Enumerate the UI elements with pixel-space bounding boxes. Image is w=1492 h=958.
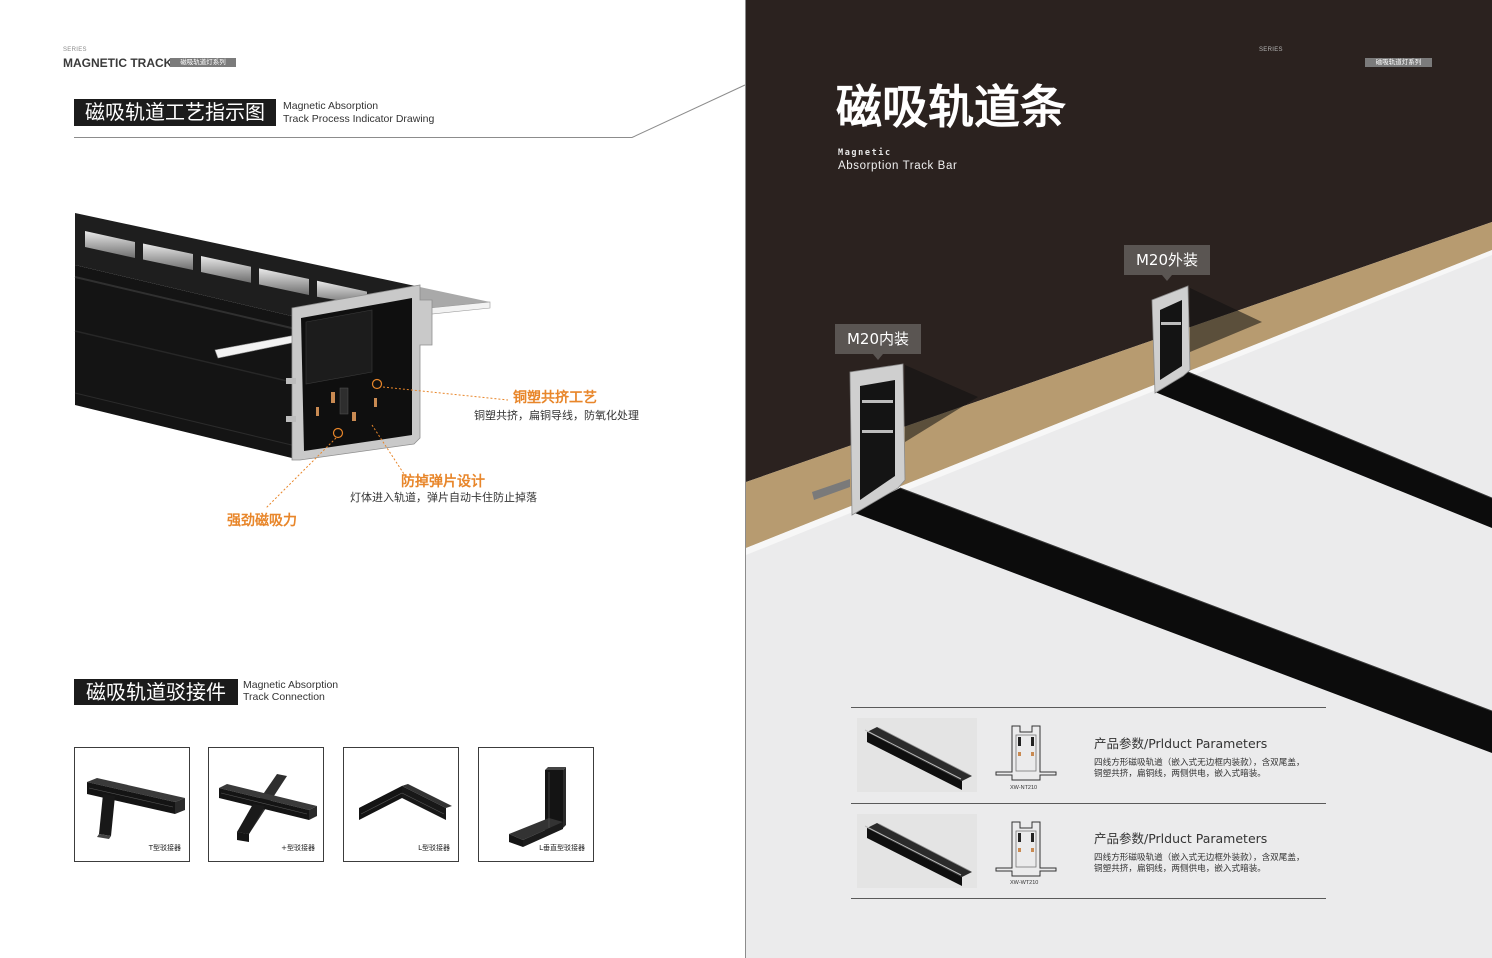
callout-clip-title: 防掉弹片设计 bbox=[401, 474, 485, 490]
connector-label: L垂直型驳接器 bbox=[539, 844, 585, 852]
track-bar-icon bbox=[864, 823, 972, 886]
callout-copper-desc: 铜塑共挤，扁铜导线，防氧化处理 bbox=[474, 409, 639, 422]
process-section-title: 磁吸轨道工艺指示图 bbox=[74, 99, 276, 126]
product-desc-line2: 铜塑共挤，扁铜线，两侧供电，嵌入式暗装。 bbox=[1094, 769, 1266, 779]
callout-clip-desc: 灯体进入轨道，弹片自动卡住防止掉落 bbox=[350, 491, 537, 504]
copper-contact-marker bbox=[371, 378, 383, 390]
page-subtitle-2: Absorption Track Bar bbox=[838, 160, 958, 172]
series-tag: 磁吸轨道灯系列 bbox=[1365, 58, 1432, 67]
inner-install-label: M20内装 bbox=[835, 324, 921, 360]
connector-card-t: T型驳接器 bbox=[74, 747, 190, 862]
outer-track-bar bbox=[1155, 372, 1492, 528]
inner-track-bar bbox=[852, 488, 1492, 753]
connector-card-l: L型驳接器 bbox=[343, 747, 459, 862]
callout-leader-lines bbox=[265, 386, 509, 509]
connection-section-title: 磁吸轨道驳接件 bbox=[74, 679, 238, 705]
product-desc-line2: 铜塑共挤，扁铜线，两侧供电，嵌入式暗装。 bbox=[1094, 864, 1266, 874]
t-connector-icon bbox=[87, 778, 185, 839]
series-label: SERIES bbox=[1259, 47, 1283, 53]
process-section-subtitle-2: Track Process Indicator Drawing bbox=[283, 113, 435, 125]
spring-clip-marker bbox=[332, 427, 344, 439]
connector-card-cross: +型驳接器 bbox=[208, 747, 324, 862]
connector-label: +型驳接器 bbox=[281, 844, 315, 852]
outer-install-label: M20外装 bbox=[1124, 245, 1210, 281]
cross-connector-icon bbox=[219, 774, 317, 842]
product-heading: 产品参数/Prlduct Parameters bbox=[1094, 736, 1268, 751]
outer-track-profile bbox=[1151, 285, 1191, 394]
product-model: XW-NT210 bbox=[1010, 785, 1038, 791]
profile-cross-section bbox=[286, 284, 433, 461]
connector-card-l-vertical: L垂直型驳接器 bbox=[478, 747, 594, 862]
ceiling-scene bbox=[746, 0, 1492, 958]
profile-section-diagram bbox=[995, 725, 1057, 781]
product-desc-line1: 四线方形磁吸轨道（嵌入式无边框内装款），含双尾盖， bbox=[1094, 758, 1305, 768]
connector-label: T型驳接器 bbox=[148, 844, 181, 852]
product-photo-outer-track bbox=[857, 814, 977, 888]
process-section-subtitle-1: Magnetic Absorption bbox=[283, 100, 379, 112]
inner-track-profile bbox=[849, 363, 906, 516]
product-desc-line1: 四线方形磁吸轨道（嵌入式无边框外装款），含双尾盖， bbox=[1094, 853, 1305, 863]
plaster-wing-right bbox=[415, 286, 490, 313]
callout-magnet-title: 强劲磁吸力 bbox=[227, 513, 297, 529]
table-rule bbox=[851, 803, 1326, 804]
series-label: SERIES bbox=[63, 47, 87, 53]
track-profile-render bbox=[74, 213, 491, 461]
page-subtitle-1: Magnetic bbox=[838, 148, 892, 158]
callout-copper-title: 铜塑共挤工艺 bbox=[513, 390, 597, 406]
product-heading: 产品参数/Prlduct Parameters bbox=[1094, 831, 1268, 846]
connection-section-subtitle-2: Track Connection bbox=[243, 691, 325, 703]
page-title: 磁吸轨道条 bbox=[836, 80, 1066, 134]
profile-section-diagram bbox=[995, 821, 1057, 877]
series-tag: 磁吸轨道灯系列 bbox=[170, 58, 236, 67]
brand-name: MAGNETIC TRACK bbox=[63, 56, 173, 70]
table-rule bbox=[851, 707, 1326, 708]
connection-section-subtitle-1: Magnetic Absorption bbox=[243, 679, 339, 691]
table-rule bbox=[851, 898, 1326, 899]
connector-label: L型驳接器 bbox=[418, 844, 450, 852]
track-bar-icon bbox=[864, 727, 972, 790]
l-vertical-connector-icon bbox=[509, 767, 566, 847]
section-header-rule bbox=[74, 84, 746, 138]
l-connector-icon bbox=[359, 784, 452, 820]
product-photo-inner-track bbox=[857, 718, 977, 792]
product-model: XW-WT210 bbox=[1010, 880, 1039, 886]
